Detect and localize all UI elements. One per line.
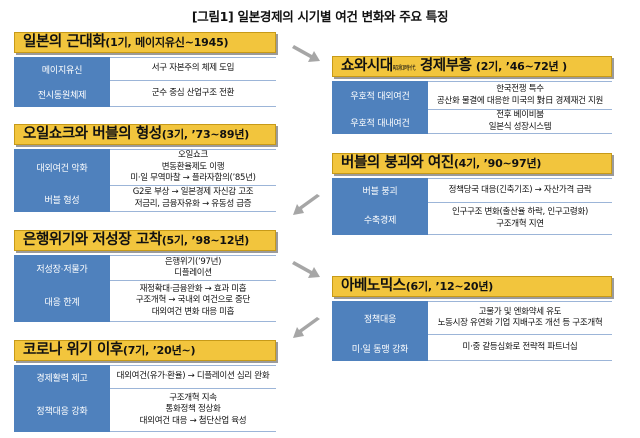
figure-title: [그림1] 일본경제의 시기별 여건 변화와 주요 특징 <box>191 9 449 24</box>
stage-row: 경제활력 제고 대외여건(유가·환율) → 디플레이션 심리 완화 <box>14 365 276 389</box>
row-value: 정책당국 대응(긴축기조) → 자산가격 급락 <box>428 178 612 203</box>
row-value: 군수 중심 산업구조 전환 <box>110 81 276 107</box>
stage-header: 일본의 근대화(1기, 메이지유신~1945) <box>14 32 276 53</box>
stage-row: 전시동원체제 군수 중심 산업구조 전환 <box>14 81 276 107</box>
stage-header: 오일쇼크와 버블의 형성(3기, ’73~89년) <box>14 124 276 145</box>
row-value: 은행위기(’97년)디플레이션 <box>110 255 276 281</box>
row-label: 저성장·저물가 <box>14 255 110 281</box>
row-label: 정책대응 <box>332 301 428 335</box>
stage-row: 수축경제 인구구조 변화(출산율 하락, 인구고령화)구조개혁 지연 <box>332 203 612 235</box>
row-value: 대외여건(유가·환율) → 디플레이션 심리 완화 <box>110 365 276 389</box>
stage-bubble-collapse: 버블의 붕괴와 여진(4기, ’90~97년) 버블 붕괴 정책당국 대응(긴축… <box>332 153 612 235</box>
row-value: 서구 자본주의 체제 도입 <box>110 57 276 81</box>
arrow-down-left-icon <box>293 194 320 215</box>
arrow-down-right-icon <box>292 261 320 278</box>
stage-header: 버블의 붕괴와 여진(4기, ’90~97년) <box>332 153 612 174</box>
row-label: 버블 붕괴 <box>332 178 428 203</box>
row-label: 전시동원체제 <box>14 81 110 107</box>
row-label: 정책대응 강화 <box>14 389 110 432</box>
stage-modernization: 일본의 근대화(1기, 메이지유신~1945) 메이지유신 서구 자본주의 체제… <box>14 32 276 107</box>
stage-header: 은행위기와 저성장 고착(5기, ’98~12년) <box>14 230 276 251</box>
stage-row: 저성장·저물가 은행위기(’97년)디플레이션 <box>14 255 276 281</box>
arrow-down-right-icon <box>292 45 320 62</box>
stage-post-corona: 코로나 위기 이후(7기, ’20년~) 경제활력 제고 대외여건(유가·환율)… <box>14 340 276 432</box>
stage-row: 미·일 동맹 강화 미·중 갈등심화로 전략적 파트너십 <box>332 335 612 361</box>
row-label: 메이지유신 <box>14 57 110 81</box>
row-label: 수축경제 <box>332 203 428 235</box>
row-label: 대응 한계 <box>14 281 110 322</box>
stage-bank-crisis: 은행위기와 저성장 고착(5기, ’98~12년) 저성장·저물가 은행위기(’… <box>14 230 276 322</box>
stage-row: 메이지유신 서구 자본주의 체제 도입 <box>14 57 276 81</box>
row-label: 우호적 대외여건 <box>332 81 428 110</box>
row-label: 우호적 대내여건 <box>332 110 428 134</box>
row-label: 경제활력 제고 <box>14 365 110 389</box>
stage-header: 쇼와시대昭和時代 경제부흥 (2기, ’46~72년 ) <box>332 56 612 77</box>
row-value: 인구구조 변화(출산율 하락, 인구고령화)구조개혁 지연 <box>428 203 612 235</box>
stage-row: 버블 붕괴 정책당국 대응(긴축기조) → 자산가격 급락 <box>332 178 612 203</box>
row-label: 대외여건 악화 <box>14 149 110 186</box>
stage-header: 코로나 위기 이후(7기, ’20년~) <box>14 340 276 361</box>
stage-header: 아베노믹스(6기, ’12~20년) <box>332 276 612 297</box>
row-value: 미·중 갈등심화로 전략적 파트너십 <box>428 335 612 361</box>
row-label: 미·일 동맹 강화 <box>332 335 428 361</box>
arrow-down-left-icon <box>293 317 320 338</box>
stage-showa: 쇼와시대昭和時代 경제부흥 (2기, ’46~72년 ) 우호적 대외여건 한국… <box>332 56 612 134</box>
row-label: 버블 형성 <box>14 186 110 212</box>
